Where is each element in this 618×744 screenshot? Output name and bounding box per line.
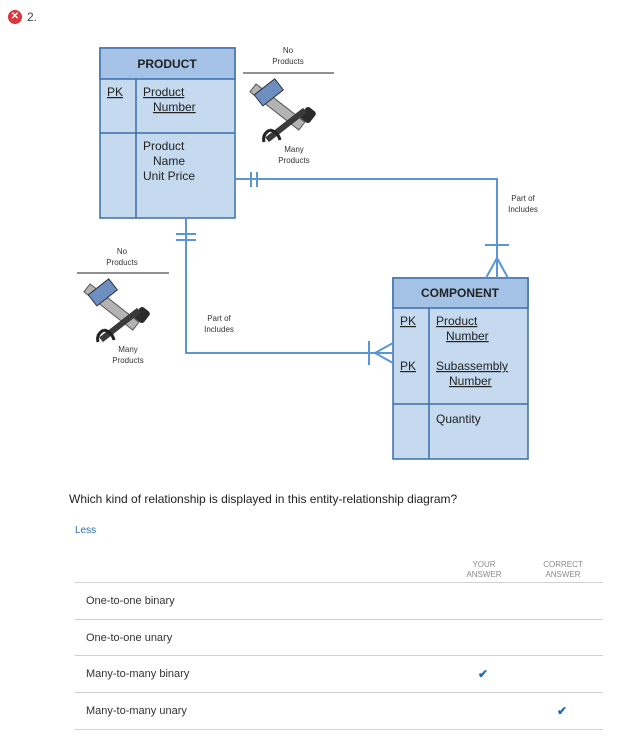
answer-row: One-to-one binary: [75, 582, 603, 619]
rel-left-line2: Includes: [204, 325, 234, 334]
relationship-line-right: [235, 178, 498, 278]
component-pk2-label: PK: [400, 359, 416, 373]
answer-row: Many-to-many binary ✔: [75, 655, 603, 692]
hammer-saw-tools-icon: [248, 77, 319, 144]
product-pk-label: PK: [107, 85, 123, 99]
product-title: PRODUCT: [137, 57, 197, 71]
tools-top-many-line1: Many: [284, 145, 304, 154]
relationship-line-left: [185, 218, 393, 354]
component-key1-line2: Number: [446, 329, 489, 343]
component-title: COMPONENT: [421, 286, 500, 300]
tools-top-many-line2: Products: [278, 156, 310, 165]
product-entity-header: [99, 47, 236, 80]
answer-option-label: Many-to-many binary: [86, 668, 190, 680]
answer-option-label: One-to-one binary: [86, 595, 175, 607]
component-entity-header: [392, 277, 529, 309]
component-key2-line2: Number: [449, 374, 492, 388]
answer-option-label: Many-to-many unary: [86, 705, 187, 717]
answer-option-label: One-to-one unary: [86, 632, 173, 644]
product-attr-line3: Unit Price: [143, 169, 195, 183]
product-attr-line1: Product: [143, 139, 185, 153]
component-key2-line1: Subassembly: [436, 359, 508, 373]
your-answer-check-icon: ✔: [478, 667, 489, 681]
component-pk1-label: PK: [400, 314, 416, 328]
component-entity: COMPONENT PK Product Number PK Subassemb…: [392, 277, 529, 460]
tools-group-top: No Products Many Products: [243, 46, 334, 165]
tools-left-many-line1: Many: [118, 345, 138, 354]
incorrect-x-icon: ✕: [8, 10, 22, 24]
relationship-lines: [176, 172, 509, 365]
answer-row: Many-to-many unary ✔: [75, 692, 603, 730]
product-key-line2: Number: [153, 100, 196, 114]
component-key1-line1: Product: [436, 314, 478, 328]
question-text: Which kind of relationship is displayed …: [69, 492, 458, 506]
correct-answer-check-icon: ✔: [557, 704, 568, 718]
rel-right-line2: Includes: [508, 205, 538, 214]
component-attr: Quantity: [436, 412, 481, 426]
tools-left-no-line1: No: [117, 247, 128, 256]
rel-right-line1: Part of: [511, 194, 535, 203]
rel-left-line1: Part of: [207, 314, 231, 323]
hammer-saw-tools-icon: [82, 277, 153, 344]
question-number: 2.: [27, 10, 38, 24]
tools-group-left: No Products Many Products: [77, 247, 169, 365]
tools-left-no-line2: Products: [106, 258, 138, 267]
less-link[interactable]: Less: [75, 525, 97, 536]
product-key-line1: Product: [143, 85, 185, 99]
er-diagram: PRODUCT PK Product Number Product Name U…: [77, 46, 538, 460]
question-header: ✕ 2.: [8, 9, 37, 25]
product-entity: PRODUCT PK Product Number Product Name U…: [99, 47, 236, 219]
product-attr-line2: Name: [153, 154, 185, 168]
answer-row: One-to-one unary: [75, 619, 603, 656]
tools-top-no-line2: Products: [272, 57, 304, 66]
tools-top-no-line1: No: [283, 46, 294, 55]
tools-left-many-line2: Products: [112, 356, 144, 365]
